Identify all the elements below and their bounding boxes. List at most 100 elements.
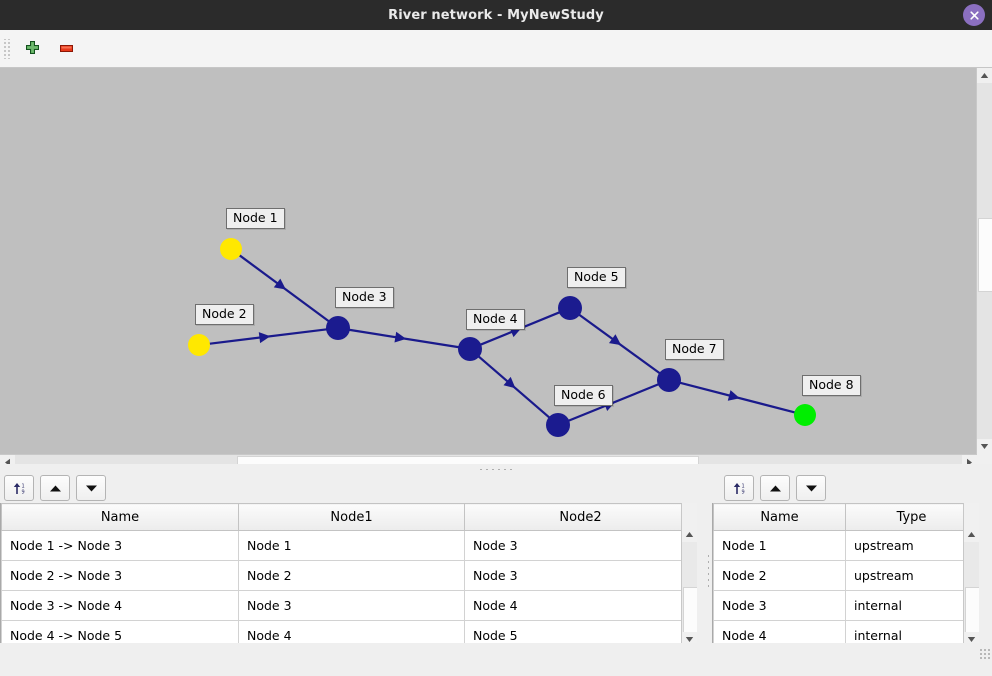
graph-node-node-3[interactable] — [326, 316, 350, 340]
canvas-vscroll-thumb[interactable] — [978, 218, 992, 292]
move-down-button[interactable] — [76, 475, 106, 501]
vertical-splitter[interactable] — [706, 473, 710, 676]
node-label-node-7[interactable]: Node 7 — [665, 339, 724, 360]
graph-node-node-4[interactable] — [458, 337, 482, 361]
triangle-down-icon — [685, 637, 694, 642]
reaches-pane-footer — [0, 643, 706, 661]
svg-text:1: 1 — [21, 483, 24, 489]
triangle-up-icon — [967, 532, 976, 537]
edge-arrow-icon — [608, 334, 622, 346]
node-label-node-8[interactable]: Node 8 — [802, 375, 861, 396]
close-icon — [969, 10, 979, 20]
nodes-pane-footer — [710, 643, 992, 661]
node-label-node-1[interactable]: Node 1 — [226, 208, 285, 229]
edge-arrow-icon — [503, 376, 516, 389]
node-label-node-6[interactable]: Node 6 — [554, 385, 613, 406]
triangle-down-icon — [805, 485, 817, 491]
nodes-scroll-up-button[interactable] — [964, 527, 979, 542]
column-header-name[interactable]: Name — [1, 503, 239, 531]
move-down-button[interactable] — [796, 475, 826, 501]
nodes-scroll-track[interactable] — [964, 542, 979, 647]
scroll-up-button[interactable] — [977, 68, 992, 83]
table-cell[interactable]: Node 1 -> Node 3 — [1, 530, 239, 561]
graph-node-node-6[interactable] — [546, 413, 570, 437]
nodes-table-scrollbar[interactable] — [963, 503, 979, 661]
node-label-node-2[interactable]: Node 2 — [195, 304, 254, 325]
reaches-scroll-up-button[interactable] — [682, 527, 697, 542]
splitter-grip — [478, 467, 514, 470]
toolbar-drag-handle[interactable] — [3, 38, 12, 59]
edge-arrow-icon — [258, 332, 271, 344]
node-label-node-3[interactable]: Node 3 — [335, 287, 394, 308]
table-cell[interactable]: Node 3 — [464, 530, 697, 561]
graph-edges — [208, 254, 796, 422]
window-resize-grip[interactable] — [979, 648, 990, 659]
table-cell[interactable]: Node 2 — [713, 560, 846, 591]
node-label-node-5[interactable]: Node 5 — [567, 267, 626, 288]
table-cell[interactable]: Node 1 — [713, 530, 846, 561]
graph-nodes — [188, 238, 816, 437]
graph-node-node-5[interactable] — [558, 296, 582, 320]
graph-node-node-8[interactable] — [794, 404, 816, 426]
vertical-splitter-grip — [706, 553, 709, 589]
triangle-down-icon — [967, 637, 976, 642]
triangle-up-icon — [980, 73, 989, 78]
triangle-up-icon — [769, 485, 781, 491]
table-cell[interactable]: internal — [845, 590, 978, 621]
svg-text:9: 9 — [741, 489, 744, 495]
column-header-node1[interactable]: Node1 — [238, 503, 465, 531]
reaches-scroll-track[interactable] — [682, 542, 697, 647]
table-cell[interactable]: Node 4 — [464, 590, 697, 621]
table-cell[interactable]: Node 3 -> Node 4 — [1, 590, 239, 621]
move-up-button[interactable] — [40, 475, 70, 501]
table-cell[interactable]: upstream — [845, 530, 978, 561]
horizontal-splitter[interactable] — [0, 464, 992, 473]
table-cell[interactable]: Node 2 — [238, 560, 465, 591]
table-cell[interactable]: upstream — [845, 560, 978, 591]
column-header-name[interactable]: Name — [713, 503, 846, 531]
graph-node-node-1[interactable] — [220, 238, 242, 260]
graph-node-node-2[interactable] — [188, 334, 210, 356]
close-window-button[interactable] — [963, 4, 985, 26]
graph-node-node-7[interactable] — [657, 368, 681, 392]
sort-ascending-icon: 19 — [733, 482, 744, 495]
edge-arrow-icon — [273, 278, 286, 290]
svg-text:1: 1 — [741, 483, 744, 489]
table-cell[interactable]: Node 3 — [238, 590, 465, 621]
edge-arrow-icon — [394, 331, 407, 343]
add-node-button[interactable] — [19, 36, 45, 62]
table-cell[interactable]: Node 3 — [713, 590, 846, 621]
table-cell[interactable]: Node 3 — [464, 560, 697, 591]
column-header-type[interactable]: Type — [845, 503, 978, 531]
scroll-down-button[interactable] — [977, 439, 992, 454]
network-canvas[interactable]: Node 1 Node 2 Node 3 Node 4 Node 5 Node 6 Node… — [0, 68, 977, 454]
svg-text:9: 9 — [21, 489, 24, 495]
network-canvas-area: Node 1 Node 2 Node 3 Node 4 Node 5 Node 6 Node… — [0, 68, 992, 472]
reaches-table-scrollbar[interactable] — [681, 503, 697, 661]
canvas-vertical-scrollbar[interactable] — [976, 68, 992, 454]
remove-node-button[interactable] — [53, 36, 79, 62]
column-header-node2[interactable]: Node2 — [464, 503, 697, 531]
table-cell[interactable]: Node 1 — [238, 530, 465, 561]
move-up-button[interactable] — [760, 475, 790, 501]
triangle-up-icon — [685, 532, 694, 537]
main-toolbar — [0, 30, 992, 68]
canvas-vscroll-track[interactable] — [977, 83, 992, 439]
triangle-up-icon — [49, 485, 61, 491]
table-cell[interactable]: Node 2 -> Node 3 — [1, 560, 239, 591]
node-label-node-4[interactable]: Node 4 — [466, 309, 525, 330]
